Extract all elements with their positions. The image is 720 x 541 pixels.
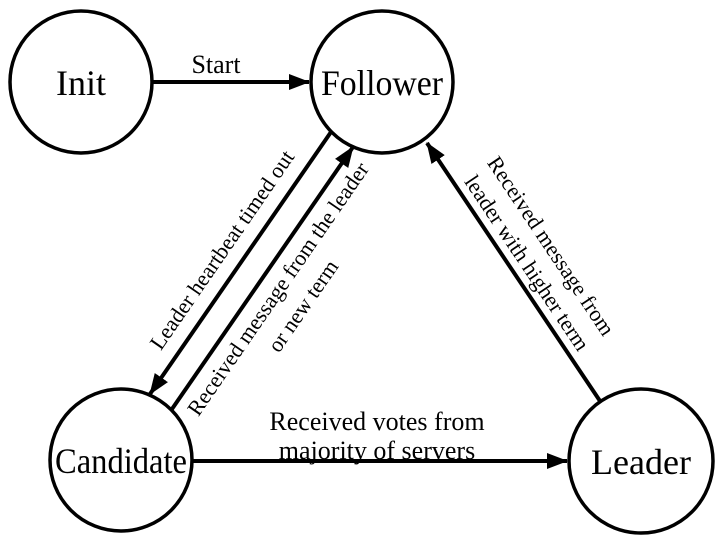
state-node-init [8,9,154,155]
transition-follower-to-candidate [148,130,333,396]
state-label-init: Init [56,63,106,103]
state-label-follower: Follower [321,63,443,103]
edge-label-received-votes-line2: majority of servers [279,436,475,465]
state-node-leader [567,387,715,535]
state-label-candidate: Candidate [55,441,187,481]
state-label-leader: Leader [591,442,691,482]
edge-label-received-votes-line1: Received votes from [269,407,484,436]
edge-label-received-message-line1: Received message from the leader [182,157,374,420]
edge-label-start: Start [191,50,241,79]
transition-candidate-to-follower [170,145,355,411]
state-node-follower [309,9,455,155]
state-node-candidate [48,387,194,533]
transition-leader-to-follower [425,141,602,403]
